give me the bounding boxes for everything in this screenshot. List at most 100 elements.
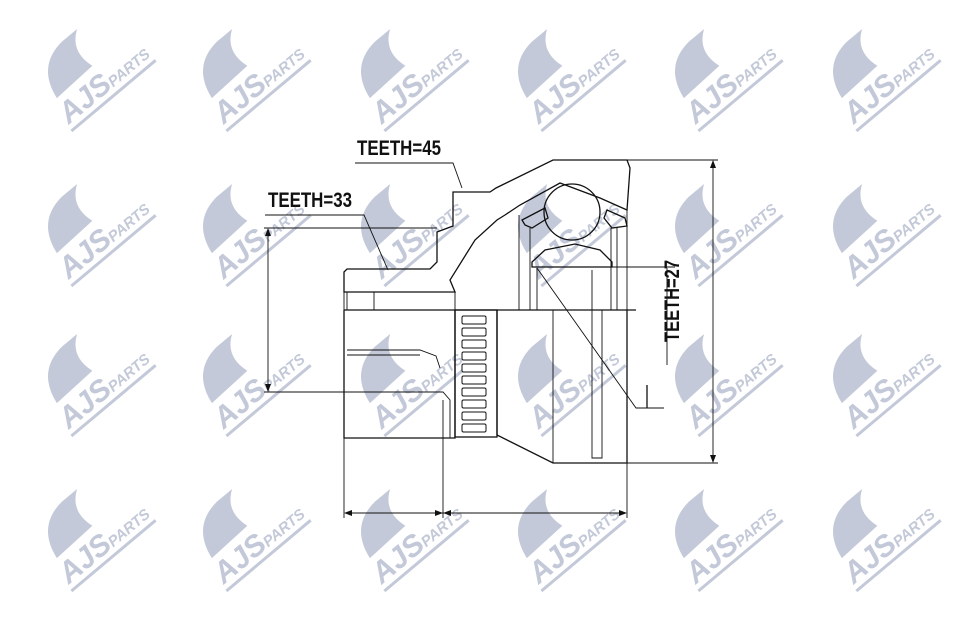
abs-tooth [461, 315, 487, 325]
watermark-underline [855, 214, 942, 288]
abs-tooth [461, 387, 487, 397]
dimensions [264, 159, 718, 518]
watermark-swoosh [832, 28, 878, 99]
watermark-swoosh [674, 28, 720, 99]
watermark-swoosh [674, 333, 720, 404]
watermark-swoosh [517, 488, 563, 559]
watermark-underline [70, 59, 157, 133]
watermark-swoosh [832, 333, 878, 404]
spline-line [347, 349, 441, 369]
watermark-underline [383, 59, 470, 133]
watermark-underline [697, 59, 784, 133]
watermark-underline [383, 364, 470, 438]
watermark-swoosh [674, 183, 720, 254]
watermark-underline [697, 519, 784, 593]
abs-tooth [461, 339, 487, 349]
label-teeth-33: TEETH=33 [268, 189, 352, 212]
watermark-swoosh [674, 488, 720, 559]
watermark-swoosh [202, 28, 248, 99]
watermark-underline [540, 214, 627, 288]
watermark-underline [855, 59, 942, 133]
abs-tooth [461, 363, 487, 373]
watermark-swoosh [517, 28, 563, 99]
ball-cage-section [521, 207, 628, 229]
watermark-underline [225, 214, 312, 288]
abs-tooth [461, 423, 487, 433]
left-dimension [264, 227, 451, 438]
outer-housing-section [343, 159, 631, 293]
watermark-underline [383, 519, 470, 593]
housing-details [552, 310, 603, 463]
watermark-swoosh [832, 488, 878, 559]
label-teeth-45: TEETH=45 [357, 137, 441, 160]
watermark-swoosh [517, 183, 563, 254]
watermark-underline [70, 519, 157, 593]
watermark-swoosh [360, 28, 406, 99]
watermark-underline [225, 364, 312, 438]
watermark-swoosh [517, 333, 563, 404]
abs-tooth [461, 327, 487, 337]
inner-race-body [518, 210, 628, 310]
watermark-underline [855, 519, 942, 593]
watermark-underline [70, 364, 157, 438]
watermark-swoosh [360, 333, 406, 404]
watermark-underline [540, 364, 627, 438]
leader-teeth-45 [355, 162, 463, 189]
watermark-swoosh [360, 488, 406, 559]
ball [543, 183, 601, 241]
inner-race-section [531, 243, 613, 268]
watermark-swoosh [832, 183, 878, 254]
watermark-underline [225, 519, 312, 593]
watermark-underline [540, 519, 627, 593]
shaft-stub-top [343, 292, 456, 310]
abs-tooth [461, 399, 487, 409]
joint-section [343, 159, 631, 310]
joint-outline [343, 309, 636, 464]
watermark-swoosh [202, 183, 248, 254]
watermark-swoosh [47, 488, 93, 559]
abs-tooth [461, 411, 487, 421]
right-dimension [627, 159, 718, 464]
watermark-swoosh [202, 488, 248, 559]
watermark-swoosh [47, 28, 93, 99]
watermark-underline [697, 214, 784, 288]
label-teeth-27: TEETH=27 [661, 260, 684, 342]
abs-tooth [461, 351, 487, 361]
abs-tooth [461, 375, 487, 385]
bottom-dimension [343, 400, 628, 518]
watermark-swoosh [47, 183, 93, 254]
watermark-swoosh [202, 333, 248, 404]
leader-teeth-27 [536, 266, 675, 409]
watermark-underline [697, 364, 784, 438]
leader-teeth-33 [265, 214, 389, 271]
watermark-underline [855, 364, 942, 438]
watermark-swoosh [47, 333, 93, 404]
watermark-swoosh [360, 183, 406, 254]
abs-ring-teeth [461, 315, 487, 433]
watermark-underline [70, 214, 157, 288]
